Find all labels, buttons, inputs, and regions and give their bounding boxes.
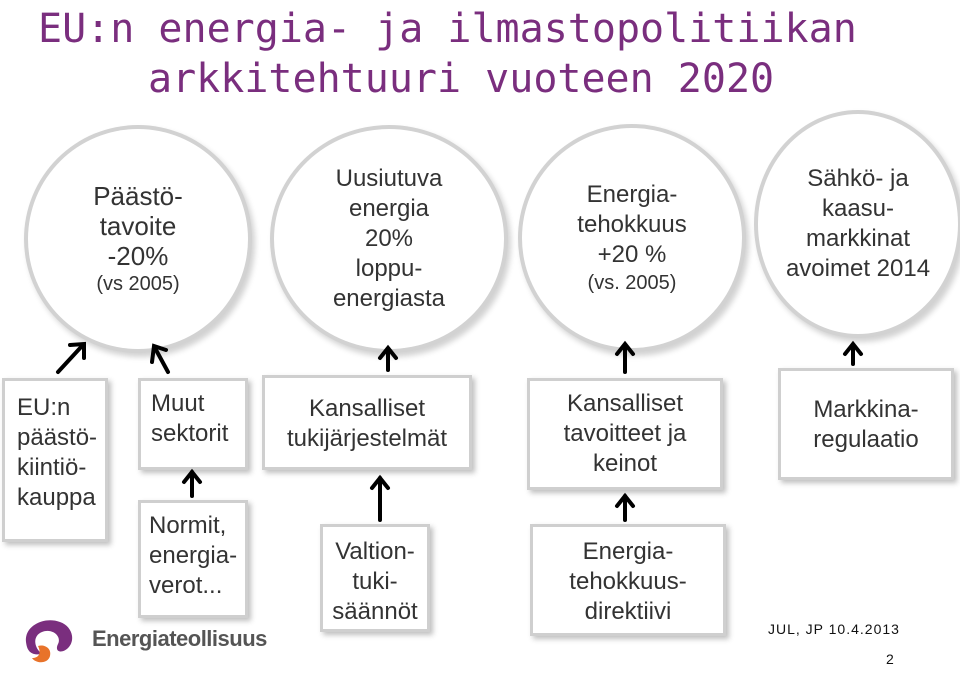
circle-2-line-5: energiasta [332,285,446,312]
circle-4-line-2: kaasu- [821,195,895,222]
box-1-line-2: päästö- [17,424,98,451]
box-4-line-1: Kansalliset [566,390,684,417]
box-2-line-1: Muut [151,390,205,417]
circle-3-note: (vs. 2005) [587,272,677,294]
circle-2-line-2: energia [348,195,430,222]
circle-3-line-2: tehokkuus [577,211,687,238]
circle-3-line-3: +20 % [597,241,667,268]
box-4-line-3: keinot [592,450,658,477]
box-1-line-4: kauppa [17,484,96,511]
box-norms-taxes: Normit, energia- verot... [138,500,248,618]
box-7-line-3: säännöt [332,598,418,625]
box-5-line-2: regulaatio [813,426,919,453]
slide-title: EU:n energia- ja ilmastopolitiikan arkki… [38,4,938,104]
box-1-line-3: kiintiö- [17,454,87,481]
box-state-aid-rules: Valtion- tuki- säännöt [320,524,430,632]
goal-circle-efficiency: Energia- tehokkuus +20 % (vs. 2005) [522,128,742,348]
circle-2-line-1: Uusiutuva [335,165,443,192]
circle-2-line-4: loppu- [355,255,423,282]
circle-1-line-1: Päästö- [93,181,183,211]
footer-credit: JUL, JP 10.4.2013 [768,621,900,637]
page-number: 2 [886,651,895,667]
box-3-line-2: tukijärjestelmät [286,425,448,452]
box-7-line-1: Valtion- [335,538,415,565]
circle-4-line-3: markkinat [805,225,911,252]
box-5-line-1: Markkina- [813,396,919,423]
circle-1-note: (vs 2005) [96,273,180,295]
circle-2-line-3: 20% [364,225,414,252]
title-line-1: EU:n energia- ja ilmastopolitiikan [38,6,857,52]
goal-circle-emissions: Päästö- tavoite -20% (vs 2005) [28,129,248,349]
goal-circle-markets: Sähkö- ja kaasu- markkinat avoimet 2014 [758,114,958,334]
energiateollisuus-logo-icon [25,620,73,663]
box-8-line-3: direktiivi [584,598,672,625]
box-other-sectors: Muut sektorit [138,378,248,470]
title-line-2: arkkitehtuuri vuoteen 2020 [148,56,775,102]
arrow-sectors-to-emissions [153,346,170,374]
box-7-line-2: tuki- [352,568,398,595]
circle-3-line-1: Energia- [586,181,678,208]
goal-circle-renewables: Uusiutuva energia 20% loppu- energiasta [274,129,504,349]
box-efficiency-directive: Energia- tehokkuus- direktiivi [530,524,726,636]
box-national-support: Kansalliset tukijärjestelmät [262,375,472,470]
box-1-line-1: EU:n [17,394,71,421]
box-national-targets: Kansalliset tavoitteet ja keinot [527,378,723,490]
circle-1-line-3: -20% [107,241,169,271]
circle-4-line-1: Sähkö- ja [807,165,909,192]
arrow-trading-to-emissions [56,344,84,374]
box-emissions-trading: EU:n päästö- kiintiö- kauppa [2,378,108,542]
logo-wordmark: Energiateollisuus [92,626,267,651]
circle-4-line-4: avoimet 2014 [785,255,931,282]
box-2-line-2: sektorit [151,420,229,447]
box-6-line-2: energia- [149,542,238,569]
box-8-line-2: tehokkuus- [569,568,687,595]
box-3-line-1: Kansalliset [308,395,426,422]
box-6-line-1: Normit, [149,512,227,539]
box-4-line-2: tavoitteet ja [563,420,687,447]
box-8-line-1: Energia- [582,538,674,565]
circle-1-line-2: tavoite [99,211,177,241]
box-6-line-3: verot... [149,572,223,599]
box-market-regulation: Markkina- regulaatio [778,368,954,480]
